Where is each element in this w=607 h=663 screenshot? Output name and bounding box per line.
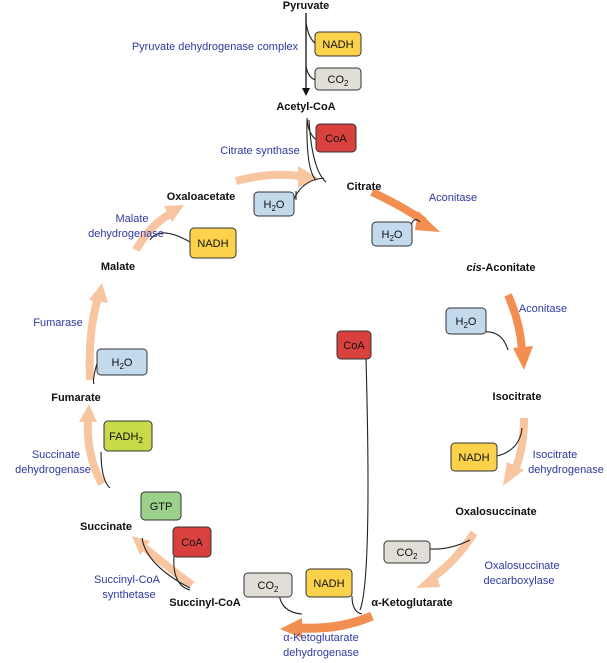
arrowhead-cisaconitate-to-isocitrate	[513, 346, 533, 370]
label-oxalosuccinate: Oxalosuccinate	[455, 506, 536, 518]
coa-box-citrate-synthase: CoA	[315, 123, 357, 153]
arrow-oxalosuccinate-to-akg	[429, 530, 478, 582]
svg-text:NADH: NADH	[322, 39, 353, 51]
h2o-box-aconitase-2: H2O	[445, 307, 487, 335]
enzyme-sdh-line2: dehydrogenase	[15, 464, 91, 476]
h2o-box-aconitase-1: H2O	[371, 221, 413, 247]
enzyme-idh-line1: Isocitrate	[533, 449, 578, 461]
arrowhead-succinylcoa-to-succinate	[132, 536, 150, 555]
svg-text:CO2: CO2	[328, 74, 350, 88]
nadh-box-mdh: NADH	[189, 227, 237, 259]
h2o-box-fumarase: H2O	[96, 348, 148, 376]
arrow-isocitrate-to-oxalosuccinate	[511, 417, 528, 472]
label-citrate: Citrate	[347, 181, 382, 193]
h2o-box-citrate-synthase: H2O	[253, 191, 295, 217]
svg-text:H2O: H2O	[264, 199, 285, 213]
svg-text:H2O: H2O	[382, 229, 403, 243]
co2-box-akgdh: CO2	[243, 572, 293, 598]
enzyme-mdh-line2: dehydrogenase	[88, 228, 164, 240]
arrow-citrate-to-cisaconitate	[370, 188, 427, 225]
svg-text:NADH: NADH	[197, 238, 228, 250]
coa-box-akgdh: CoA	[336, 330, 372, 360]
arrow-malate-to-oaa	[132, 210, 173, 252]
svg-text:CoA: CoA	[325, 133, 347, 145]
svg-text:CoA: CoA	[181, 537, 203, 549]
co2-box-pdh: CO2	[314, 67, 362, 91]
enzyme-aconitase-1: Aconitase	[429, 192, 477, 204]
svg-text:H2O: H2O	[112, 357, 133, 371]
arrowhead-citrate-to-cisaconitate	[415, 211, 440, 232]
enzyme-osd-line2: decarboxylase	[484, 575, 555, 587]
enzyme-osd-line1: Oxalosuccinate	[484, 560, 559, 572]
arrowhead-malate-to-oaa	[164, 205, 184, 222]
enzyme-sdh-line1: Succinate	[32, 449, 80, 461]
svg-text:CO2: CO2	[258, 580, 280, 594]
arrow-cisaconitate-to-isocitrate	[504, 293, 526, 351]
arrowhead-oxalosuccinate-to-akg	[416, 570, 440, 588]
enzyme-idh-line2: dehydrogenase	[528, 464, 604, 476]
svg-text:NADH: NADH	[458, 452, 489, 464]
arrowhead-isocitrate-to-oxalosuccinate	[503, 462, 524, 486]
arrow-fumarate-to-malate	[85, 296, 102, 381]
metabolite-labels: Pyruvate Acetyl-CoA Citrate cis-Aconitat…	[51, 0, 541, 609]
arrow-akg-to-succinylcoa	[299, 611, 374, 633]
arrowhead-oaa-to-citrate	[298, 166, 318, 188]
label-isocitrate: Isocitrate	[493, 391, 542, 403]
enzyme-scs-line2: synthetase	[102, 589, 155, 601]
svg-text:FADH2: FADH2	[109, 431, 143, 445]
svg-text:NADH: NADH	[313, 578, 344, 590]
nadh-box-pdh: NADH	[314, 31, 362, 57]
enzyme-aconitase-2: Aconitase	[519, 303, 567, 315]
label-pyruvate: Pyruvate	[283, 0, 329, 12]
arrowhead-succinate-to-fumarate	[79, 404, 97, 422]
coa-box-scs: CoA	[172, 526, 212, 558]
enzyme-scs-line1: Succinyl-CoA	[94, 574, 161, 586]
label-acetyl-coa: Acetyl-CoA	[276, 101, 335, 113]
arrow-oaa-to-citrate	[234, 170, 301, 185]
enzyme-citrate-synthase: Citrate synthase	[220, 145, 299, 157]
fadh2-box: FADH2	[103, 420, 153, 452]
label-malate: Malate	[101, 261, 135, 273]
arrowhead-fumarate-to-malate	[89, 283, 108, 303]
nadh-box-akgdh: NADH	[305, 568, 353, 598]
cofactor-boxes: NADH CO2 CoA H2O H2O H2O NADH	[96, 31, 498, 598]
enzyme-akgdh-line1: α-Ketoglutarate	[283, 632, 358, 644]
arrow-succinate-to-fumarate	[83, 419, 106, 486]
connector-lines	[92, 21, 523, 615]
svg-text:H2O: H2O	[456, 316, 477, 330]
cycle-arrows	[79, 166, 533, 638]
label-alpha-ketoglutarate: α-Ketoglutarate	[371, 597, 452, 609]
label-cis-aconitate: cis-Aconitate	[466, 262, 535, 274]
co2-box-osd: CO2	[383, 540, 431, 564]
svg-text:CoA: CoA	[343, 340, 365, 352]
enzyme-mdh-line1: Malate	[115, 213, 148, 225]
enzyme-fumarase: Fumarase	[33, 317, 83, 329]
label-fumarate: Fumarate	[51, 392, 101, 404]
enzyme-akgdh-line2: dehydrogenase	[283, 647, 359, 659]
enzyme-pdh: Pyruvate dehydrogenase complex	[132, 41, 299, 53]
enzyme-labels: Pyruvate dehydrogenase complex Citrate s…	[15, 41, 604, 659]
gtp-box: GTP	[140, 491, 182, 521]
label-succinate: Succinate	[80, 521, 132, 533]
label-succinyl-coa: Succinyl-CoA	[169, 597, 241, 609]
svg-text:GTP: GTP	[150, 501, 173, 513]
nadh-box-idh: NADH	[450, 442, 498, 472]
svg-text:CO2: CO2	[397, 547, 419, 561]
label-oxaloacetate: Oxaloacetate	[167, 191, 235, 203]
arrow-succinylcoa-to-succinate	[142, 544, 195, 589]
arrowhead-akg-to-succinylcoa	[280, 618, 302, 638]
